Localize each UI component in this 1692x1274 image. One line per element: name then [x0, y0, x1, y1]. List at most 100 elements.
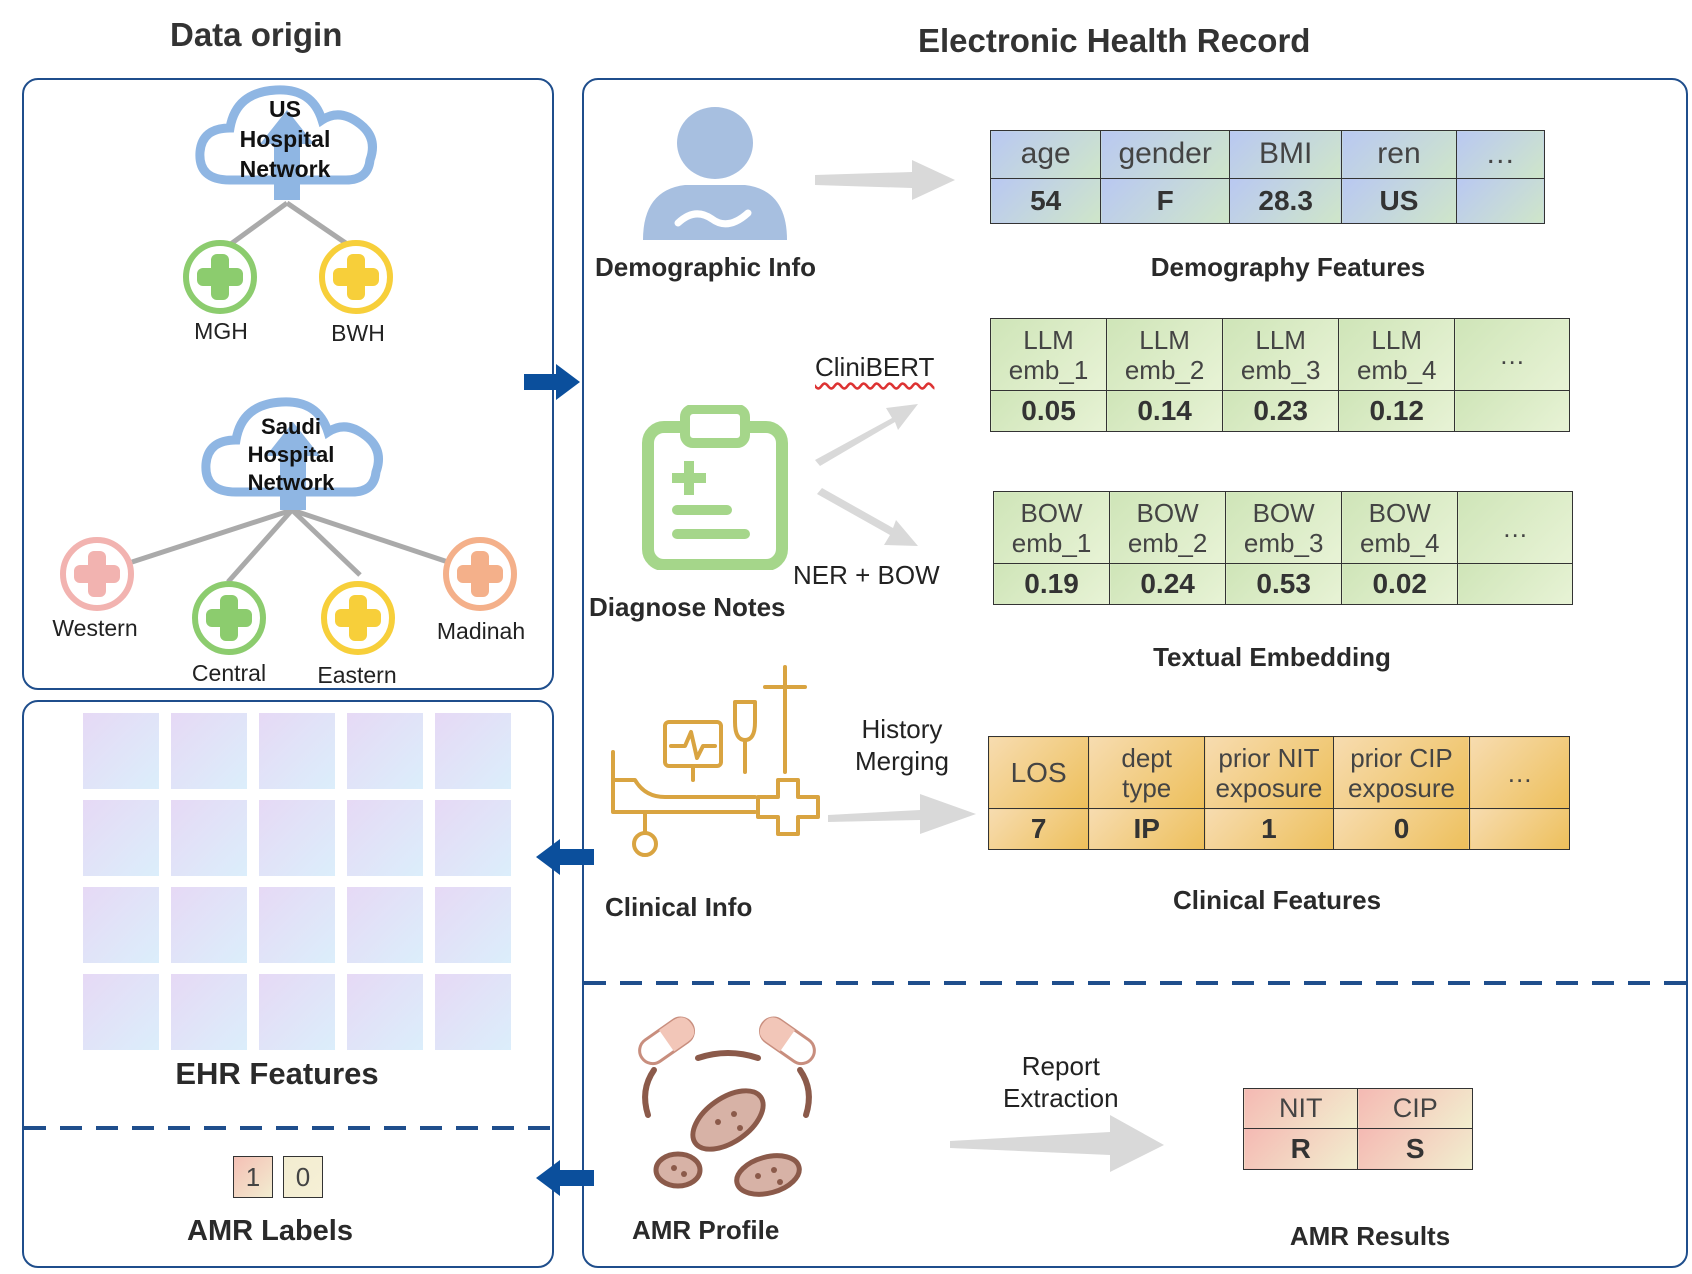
left-arrow-icon: [536, 839, 594, 875]
hospital-label-central: Central: [191, 660, 267, 686]
clinibert-flow-arrow: [815, 404, 918, 466]
bow-header-line: emb_3: [1243, 527, 1324, 558]
llm-value-cell: 0.05: [989, 390, 1108, 432]
llm-header-line: LLM: [1255, 324, 1306, 355]
grid-cell: [347, 974, 423, 1050]
bow-value-cell: 0.02: [1341, 563, 1459, 605]
saudi-network-title-line-1: Saudi: [261, 414, 321, 439]
bow-header-line: BOW: [1368, 497, 1431, 528]
llm-value-cell: [1454, 390, 1570, 432]
amr-results-title: AMR Results: [1289, 1221, 1451, 1251]
bow-header-line: BOW: [1020, 497, 1083, 528]
us-network-title-line-3: Network: [239, 156, 331, 182]
bow-header-line: emb_2: [1127, 527, 1208, 558]
cloud-upload-icon: [195, 85, 377, 200]
report-flow-arrow: [950, 1115, 1164, 1172]
clinical-value-cell: 7: [987, 808, 1090, 850]
us-network-title: US Hospital Network: [232, 94, 338, 184]
grid-cell: [259, 887, 335, 963]
network-links: [131, 200, 449, 584]
amr-labels-caption: AMR Labels: [187, 1215, 353, 1247]
llm-header-line: emb_3: [1240, 354, 1321, 385]
amr-label-value-1: 1: [233, 1156, 273, 1198]
bow-header-line: emb_4: [1359, 527, 1440, 558]
ehr-features-label: EHR Features: [175, 1056, 379, 1091]
hospital-label-madinah: Madinah: [436, 618, 526, 644]
amr-header-cell: NIT: [1242, 1088, 1359, 1129]
demography-header-cell: …: [1455, 130, 1546, 179]
grid-cell: [171, 800, 247, 876]
demography-table: age gender BMI ren … 54 F 28.3 US: [989, 130, 1546, 225]
clinical-header-line: exposure: [1348, 772, 1455, 803]
hospital-plus-icon: [321, 581, 395, 655]
hospital-plus-icon: [192, 581, 266, 655]
clinical-info-label: Clinical Info: [605, 892, 753, 922]
llm-header-line: emb_1: [1008, 354, 1089, 385]
grid-cell: [171, 887, 247, 963]
grid-cell: [83, 974, 159, 1050]
clinical-header-cell: …: [1469, 736, 1570, 809]
history-merging-line: Merging: [855, 746, 949, 776]
grid-cell: [347, 887, 423, 963]
person-icon: [643, 107, 787, 240]
clinical-header-line: prior NIT: [1218, 742, 1320, 773]
demographic-info-label: Demographic Info: [595, 252, 817, 282]
bow-value-cell: [1457, 563, 1573, 605]
grid-cell: [171, 713, 247, 789]
left-arrow-icon: [536, 1160, 594, 1196]
ehr-features-panel: [22, 700, 554, 1268]
us-network-title-line-2: Hospital: [239, 126, 331, 152]
bow-value-cell: 0.19: [992, 563, 1111, 605]
hospital-label-mgh: MGH: [194, 318, 248, 344]
demography-header-cell: gender: [1100, 130, 1230, 179]
grid-cell: [435, 887, 511, 963]
clinical-header-line: prior CIP: [1350, 742, 1453, 773]
grid-cell: [171, 974, 247, 1050]
grid-cell: [83, 887, 159, 963]
grid-cell: [259, 800, 335, 876]
ehr-heading: Electronic Health Record: [918, 22, 1311, 59]
clinical-header-cell: LOS: [987, 736, 1090, 809]
clinical-value-cell: 0: [1332, 808, 1471, 850]
grid-cell: [435, 974, 511, 1050]
amr-value-cell: R: [1242, 1127, 1359, 1171]
demography-value-cell: US: [1341, 177, 1457, 225]
ner-flow-arrow: [817, 488, 918, 546]
grid-cell: [435, 800, 511, 876]
clinical-value-cell: 1: [1204, 808, 1334, 850]
history-flow-arrow: [828, 794, 976, 834]
hospital-label-eastern: Eastern: [317, 662, 397, 688]
llm-header-cell: …: [1454, 318, 1570, 391]
hospital-bed-icon: [611, 665, 820, 857]
demography-value-cell: [1455, 177, 1546, 225]
demography-value-cell: 54: [989, 177, 1102, 225]
data-origin-heading: Data origin: [170, 16, 343, 53]
llm-value-cell: 0.14: [1106, 390, 1224, 432]
report-extraction-line: Report: [1021, 1051, 1100, 1081]
llm-header-line: LLM: [1023, 324, 1074, 355]
demography-features-title: Demography Features: [1150, 252, 1426, 282]
clinical-value-cell: IP: [1088, 808, 1206, 850]
grid-cell: [259, 974, 335, 1050]
right-arrow-icon: [524, 364, 580, 400]
amr-profile-label: AMR Profile: [632, 1215, 780, 1245]
grid-cell: [347, 713, 423, 789]
llm-value-cell: 0.23: [1222, 390, 1340, 432]
bow-value-cell: 0.53: [1225, 563, 1343, 605]
clinibert-label: CliniBERT: [815, 352, 935, 382]
bow-header-line: BOW: [1252, 497, 1315, 528]
grid-cell: [83, 800, 159, 876]
hospital-plus-icon: [60, 537, 134, 611]
demography-header-cell: age: [989, 130, 1102, 179]
grid-cell: [83, 713, 159, 789]
